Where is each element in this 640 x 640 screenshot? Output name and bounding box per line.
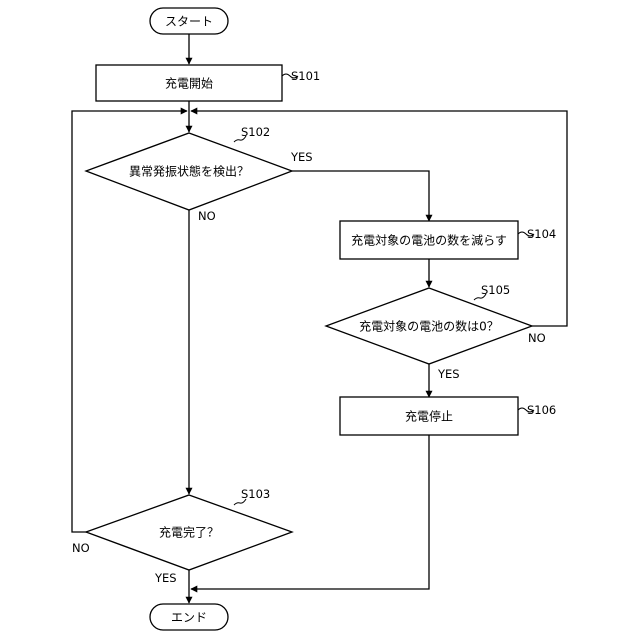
branch-label-s105-no: NO [528,331,546,345]
step-label-s102: S102 [241,125,270,139]
branch-label-s102-yes: YES [290,150,313,164]
end-label: エンド [171,611,207,625]
end-terminal: エンド [150,604,228,630]
branch-label-s102-no: NO [198,209,216,223]
process-s104: 充電対象の電池の数を減らす [340,221,518,259]
step-label-s103: S103 [241,487,270,501]
s102-label: 異常発振状態を検出？ [129,164,249,179]
step-label-s105: S105 [481,283,510,297]
branch-label-s103-yes: YES [154,571,177,585]
process-s106: 充電停止 [340,397,518,435]
step-labels: S101 S102 S104 S105 S106 S103 [241,69,556,501]
decision-s105: 充電対象の電池の数は0？ [326,288,532,364]
decision-s103: 充電完了？ [86,495,292,570]
edge-s105-no-loop [191,111,567,326]
s106-label: 充電停止 [405,409,453,424]
decision-s102: 異常発振状態を検出？ [86,133,292,210]
s104-label: 充電対象の電池の数を減らす [351,233,507,248]
branch-label-s105-yes: YES [437,367,460,381]
step-label-s104: S104 [527,227,556,241]
start-terminal: スタート [150,8,228,34]
start-label: スタート [165,15,213,29]
step-label-s101: S101 [291,69,320,83]
s105-label: 充電対象の電池の数は0？ [359,319,499,334]
process-s101: 充電開始 [96,65,282,101]
branch-label-s103-no: NO [72,541,90,555]
edge-s102-yes-to-s104 [292,171,429,221]
step-label-s106: S106 [527,403,556,417]
s101-label: 充電開始 [165,76,213,91]
s103-label: 充電完了？ [159,525,219,540]
